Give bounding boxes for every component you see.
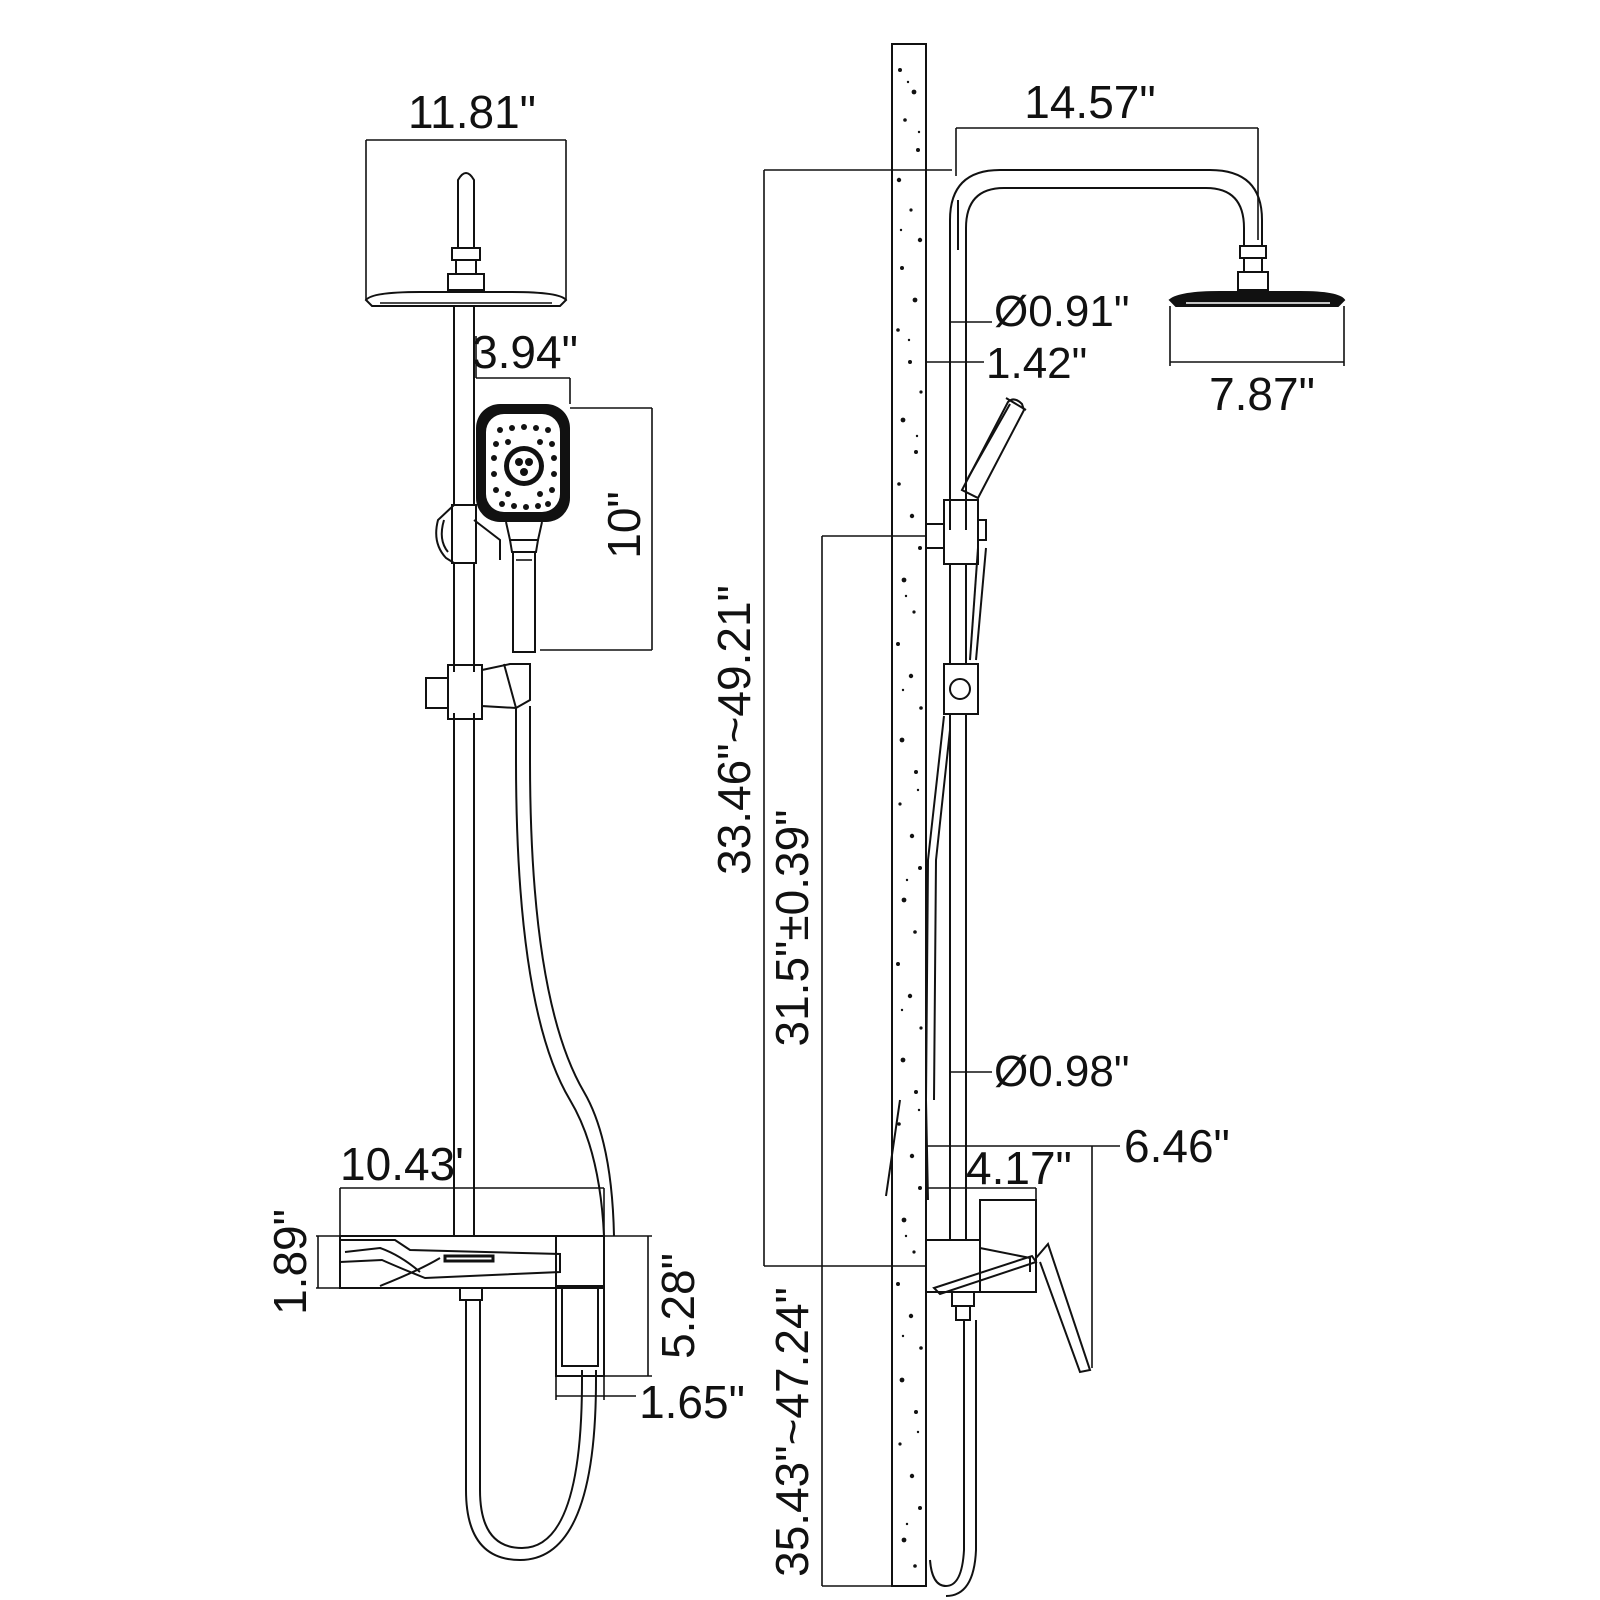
wall-section [891, 43, 927, 1587]
label-shelf-height: 1.89" [264, 1209, 316, 1315]
label-rain-head-diameter: 7.87" [1209, 368, 1315, 420]
dim-install-height: 35.43"~47.24" [766, 1266, 892, 1587]
riser-pipe-side [943, 564, 979, 1240]
dim-mixer-projection: 6.46" 4.17" [926, 1120, 1230, 1368]
upper-bracket-side [925, 499, 987, 565]
shower-arm-side [949, 169, 1263, 530]
dim-shelf-width: 10.43' [339, 1138, 605, 1236]
hose-side [885, 547, 987, 1597]
dim-hand-shower-height: 10" [540, 407, 653, 651]
label-install-height: 35.43"~47.24" [766, 1287, 818, 1577]
label-hand-shower-width: 3.94" [472, 326, 578, 378]
label-pipe-offset: 1.42" [986, 339, 1087, 388]
label-shelf-width: 10.43' [340, 1138, 464, 1190]
label-pipe-diameter-upper: Ø0.91" [994, 287, 1129, 336]
label-bracket-height: 31.5"±0.39" [766, 810, 818, 1047]
dim-hand-shower-width: 3.94" [472, 326, 578, 404]
dim-mixer-depth: 1.65" [555, 1376, 745, 1428]
label-rain-head-width: 11.81" [408, 86, 536, 138]
dim-total-height: 33.46"~49.21" [708, 169, 952, 1267]
side-view: 14.57" 7.87" Ø0.91" 1.42" [708, 43, 1346, 1597]
label-shelf-projection: 4.17" [966, 1142, 1072, 1194]
rain-shower-head-side [1168, 245, 1346, 307]
label-hand-shower-height: 10" [598, 491, 650, 559]
hand-shower-front [476, 404, 570, 653]
slider-bracket-front [425, 663, 531, 720]
riser-pipe-front [453, 306, 475, 1236]
rain-shower-head-front [364, 172, 568, 307]
label-mixer-depth: 1.65" [639, 1376, 745, 1428]
dim-shelf-height: 1.89" [264, 1209, 340, 1315]
label-pipe-diameter-lower: Ø0.98" [994, 1047, 1129, 1096]
dim-arm-reach: 14.57" [955, 76, 1259, 240]
hand-shower-side [960, 397, 1027, 500]
label-total-height: 33.46"~49.21" [708, 585, 760, 875]
label-mixer-height: 5.28" [652, 1253, 704, 1359]
dim-bracket-height: 31.5"±0.39" [766, 535, 926, 1266]
label-mixer-projection: 6.46" [1124, 1120, 1230, 1172]
wall-speckle [896, 68, 923, 1568]
hose-front [465, 706, 615, 1562]
front-view: 11.81" 3.94" [264, 86, 745, 1562]
label-arm-reach: 14.57" [1024, 76, 1155, 128]
dim-rain-head-diameter: 7.87" [1169, 306, 1345, 420]
shelf-mixer-front [339, 1235, 605, 1377]
dim-mixer-height: 5.28" [604, 1235, 704, 1377]
dim-upper-pipe: Ø0.91" 1.42" [926, 287, 1129, 388]
upper-bracket-front [435, 504, 501, 564]
dim-lower-pipe: Ø0.98" [950, 1047, 1129, 1096]
dim-rain-head-width: 11.81" [365, 86, 567, 300]
